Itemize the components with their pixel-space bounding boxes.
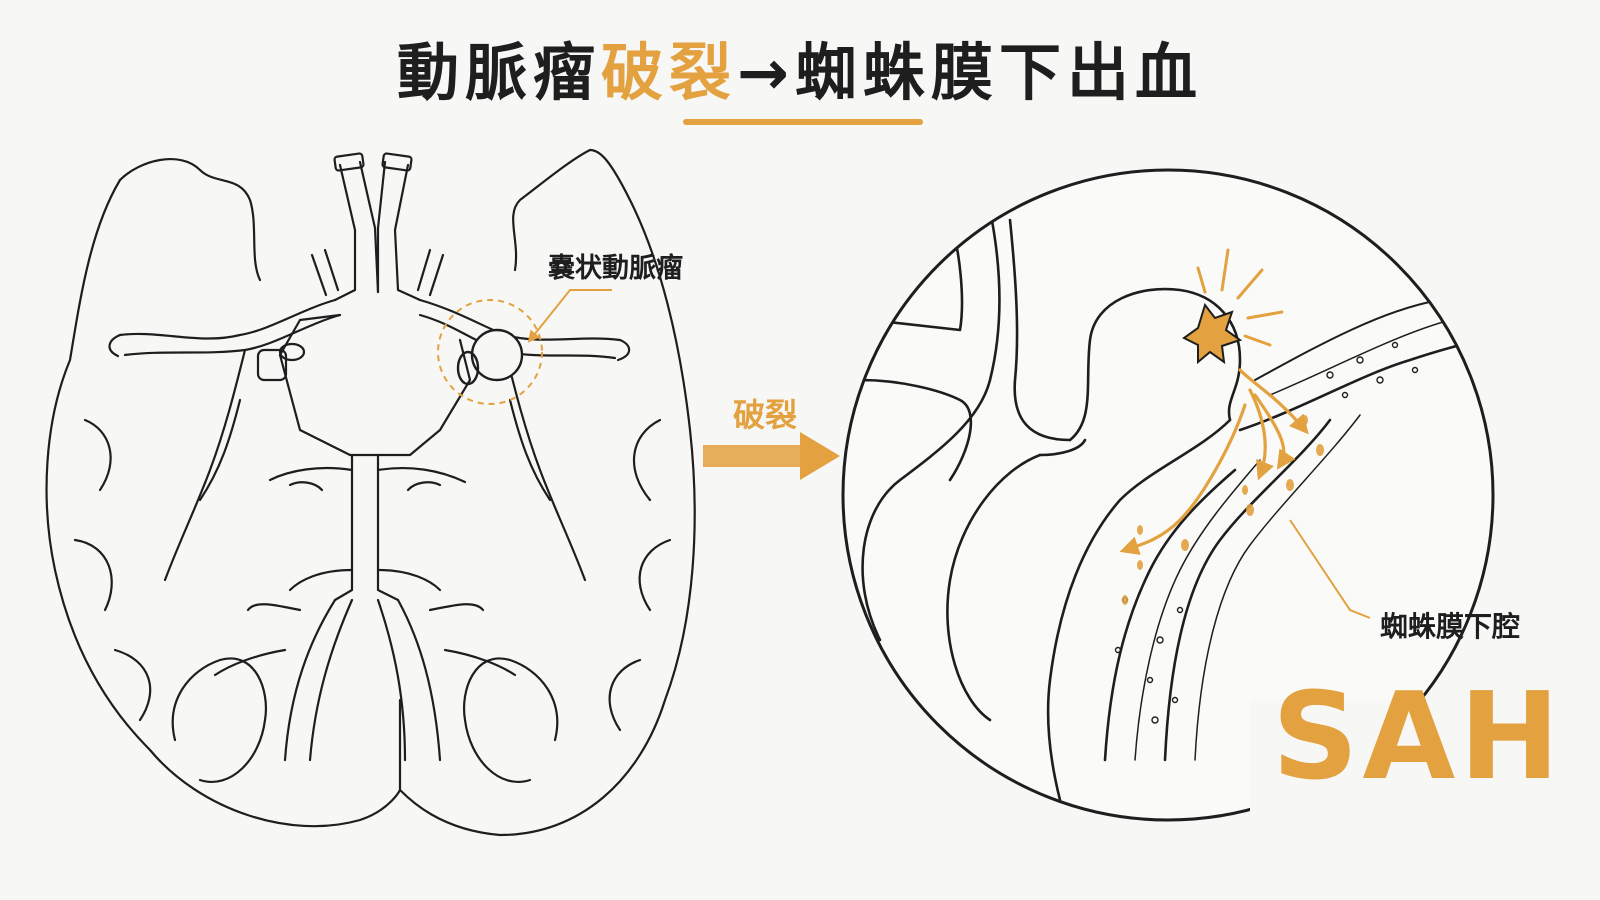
subarachnoid-space-label: 蜘蛛膜下腔 (1380, 610, 1521, 643)
space-leader-line (1289, 519, 1371, 619)
left-temporal-lobe (171, 657, 267, 783)
magnify-circle (841, 168, 1495, 822)
rupture-burst-icon (1182, 302, 1243, 365)
brain-right-lobe-top (512, 148, 592, 272)
page-title: 動脈瘤破裂→蜘蛛膜下出血 (0, 22, 1600, 112)
rupture-arrow-label: 破裂 (733, 396, 798, 434)
aneurysm-sac (470, 328, 524, 382)
title-underline (683, 119, 923, 125)
blood-flow-arrows (1119, 368, 1309, 555)
blood-droplets (1122, 415, 1324, 605)
brain-base-diagram (45, 148, 696, 837)
saccular-aneurysm-left (456, 328, 524, 386)
title-part-aneurysm: 動脈瘤 (397, 36, 602, 109)
rupture-rays (1196, 248, 1284, 347)
aneurysm-highlight-ring (437, 299, 543, 405)
arterial-tree (108, 152, 631, 762)
brain-left-lobe-top (118, 158, 262, 282)
aneurysm-label: 嚢状動脈瘤 (548, 253, 683, 284)
sah-label: SAH (1272, 668, 1564, 807)
title-part-sah: →蜘蛛膜下出血 (737, 36, 1203, 109)
aneurysm-leader-line (527, 289, 612, 343)
right-temporal-lobe (463, 657, 559, 783)
magnified-view (841, 168, 1510, 850)
title-part-rupture: 破裂 (601, 36, 738, 109)
rupture-arrow (703, 432, 840, 480)
